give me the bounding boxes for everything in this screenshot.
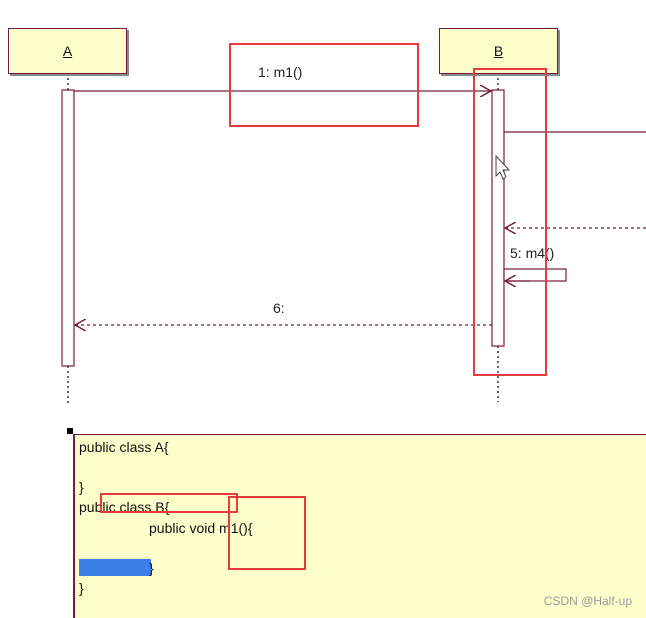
highlight-box-m1: [229, 43, 419, 127]
code-note[interactable]: [73, 434, 646, 618]
message-m4-label: 5: m4(): [510, 245, 555, 261]
highlight-box-m1-code: [228, 496, 306, 570]
message-m1-label: 1: m1(): [258, 64, 303, 80]
code-line-method-m1-text: public void m1(){: [149, 520, 253, 536]
note-resize-handle[interactable]: [67, 428, 73, 434]
code-line-close-b: }: [79, 580, 84, 596]
activation-a[interactable]: [61, 89, 75, 367]
code-line-class-a: public class A{: [79, 439, 169, 455]
code-line-close-a: }: [79, 479, 84, 495]
lifeline-a-label: A: [62, 43, 73, 59]
text-selection-block: [79, 559, 151, 576]
lifeline-b-box[interactable]: B: [439, 28, 558, 74]
code-line-method-m1: public void m1(){: [149, 520, 253, 536]
message-return6-label: 6:: [273, 300, 285, 316]
lifeline-a-box[interactable]: A: [8, 28, 127, 74]
highlight-box-lifeline-b: [473, 68, 547, 376]
highlight-box-class-b: [100, 493, 238, 513]
activation-b[interactable]: [491, 89, 505, 347]
lifeline-b-label: B: [493, 43, 504, 59]
watermark: CSDN @Half-up: [543, 594, 632, 608]
code-line-close-method: }: [149, 560, 154, 576]
mouse-cursor-icon: [495, 154, 511, 180]
